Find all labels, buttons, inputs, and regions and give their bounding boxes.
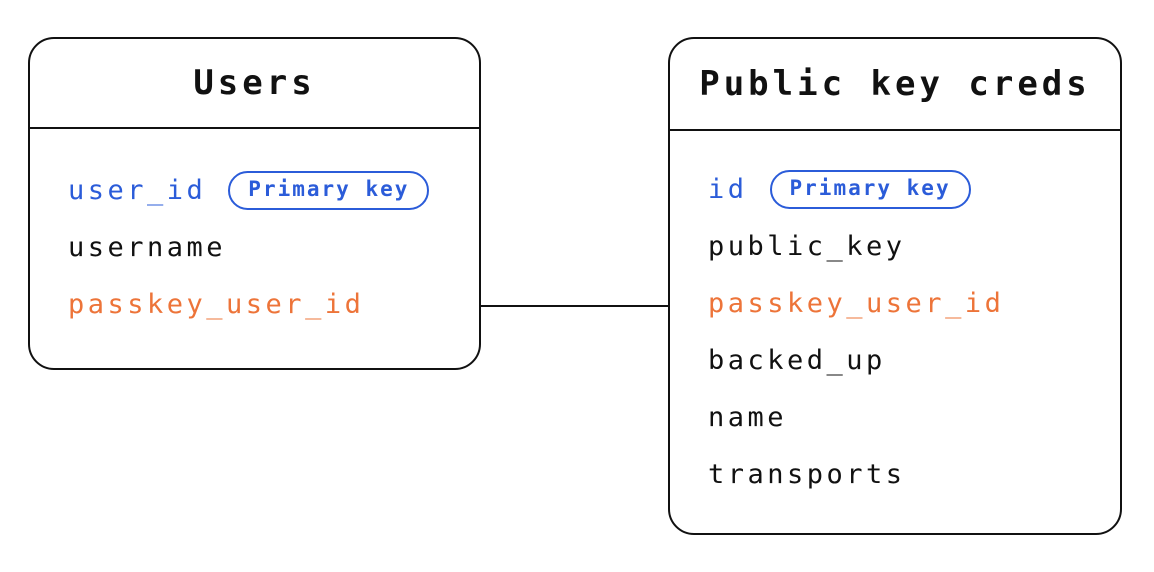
field-row-id: id Primary key xyxy=(708,161,1120,218)
field-row-user-id: user_id Primary key xyxy=(68,162,479,219)
field-name-id: id xyxy=(708,174,748,205)
primary-key-badge: Primary key xyxy=(228,170,430,211)
table-users: Users user_id Primary key username passk… xyxy=(28,37,481,370)
field-row-name: name xyxy=(708,389,1120,446)
field-name-username: username xyxy=(68,232,227,263)
field-name-backed-up: backed_up xyxy=(708,345,886,376)
field-row-username: username xyxy=(68,219,479,276)
table-public-key-creds-fields: id Primary key public_key passkey_user_i… xyxy=(670,131,1120,503)
field-row-passkey-user-id: passkey_user_id xyxy=(708,275,1120,332)
field-name-transports: transports xyxy=(708,459,906,490)
field-row-passkey-user-id: passkey_user_id xyxy=(68,276,479,333)
field-name-user-id: user_id xyxy=(68,175,207,206)
field-row-transports: transports xyxy=(708,446,1120,503)
primary-key-badge: Primary key xyxy=(769,169,971,210)
field-row-public-key: public_key xyxy=(708,218,1120,275)
field-name-name: name xyxy=(708,402,788,433)
field-name-public-key: public_key xyxy=(708,231,906,262)
table-users-fields: user_id Primary key username passkey_use… xyxy=(30,129,479,333)
field-row-backed-up: backed_up xyxy=(708,332,1120,389)
relationship-line xyxy=(481,305,668,307)
table-public-key-creds: Public key creds id Primary key public_k… xyxy=(668,37,1122,535)
field-name-passkey-user-id: passkey_user_id xyxy=(68,289,365,320)
field-name-passkey-user-id: passkey_user_id xyxy=(708,288,1005,319)
table-public-key-creds-title: Public key creds xyxy=(670,39,1120,131)
table-users-title: Users xyxy=(30,39,479,129)
